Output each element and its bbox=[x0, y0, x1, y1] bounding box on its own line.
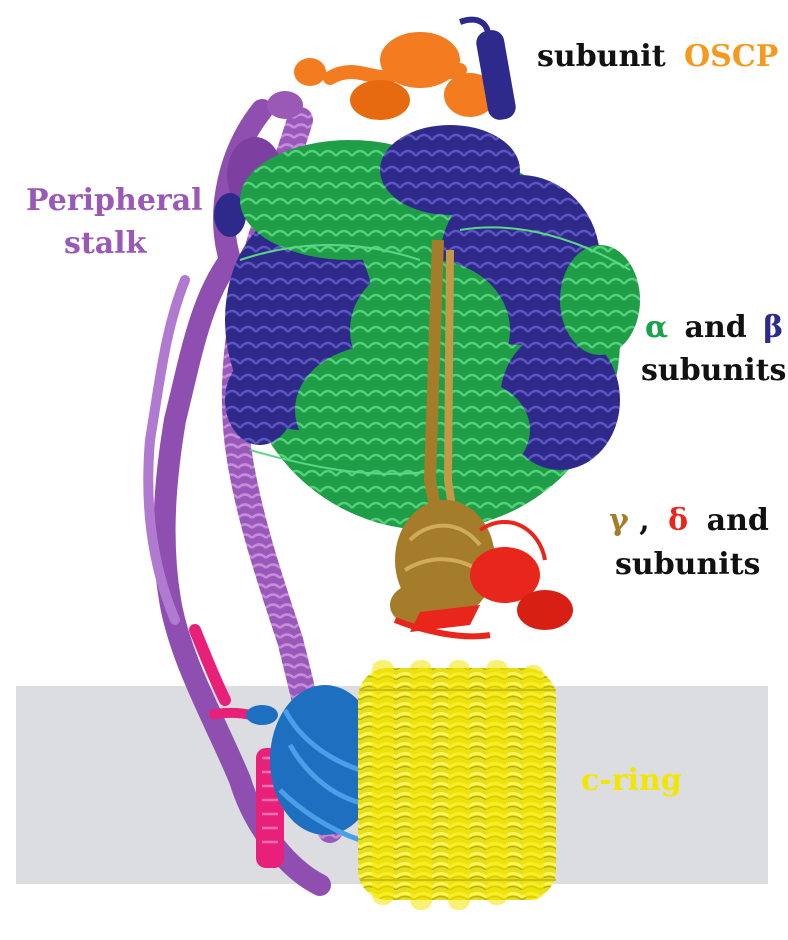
label-peripheral-stalk-line1: Peripheral bbox=[26, 183, 203, 218]
label-c-ring: c-ring bbox=[581, 763, 682, 798]
label-alpha: α bbox=[645, 310, 668, 345]
label-beta: β bbox=[763, 310, 783, 345]
label-gamma-delta-epsilon: γ , δ and ε bbox=[609, 503, 788, 538]
label-subunit-oscp: subunit OSCP bbox=[537, 39, 778, 74]
label-peripheral-stalk-line2: stalk bbox=[64, 226, 148, 261]
delta-epsilon-structure bbox=[393, 519, 573, 640]
c-ring-structure bbox=[358, 660, 556, 910]
label-alpha-beta-and: and bbox=[685, 310, 747, 345]
label-gamma: γ bbox=[609, 503, 629, 538]
label-gde-subunits: subunits bbox=[615, 547, 760, 582]
label-alpha-beta-subunits: subunits bbox=[641, 353, 786, 388]
subunit-a-structure bbox=[246, 685, 380, 843]
oscp-structure bbox=[294, 16, 516, 120]
label-gde-comma: , bbox=[639, 503, 649, 538]
label-alpha-beta: α and β bbox=[645, 310, 783, 345]
label-gde-and: and bbox=[707, 503, 769, 538]
label-subunit-word: subunit bbox=[537, 39, 666, 74]
label-delta: δ bbox=[668, 503, 688, 538]
central-stalk-gamma bbox=[390, 239, 495, 627]
label-oscp-name: OSCP bbox=[684, 39, 778, 74]
